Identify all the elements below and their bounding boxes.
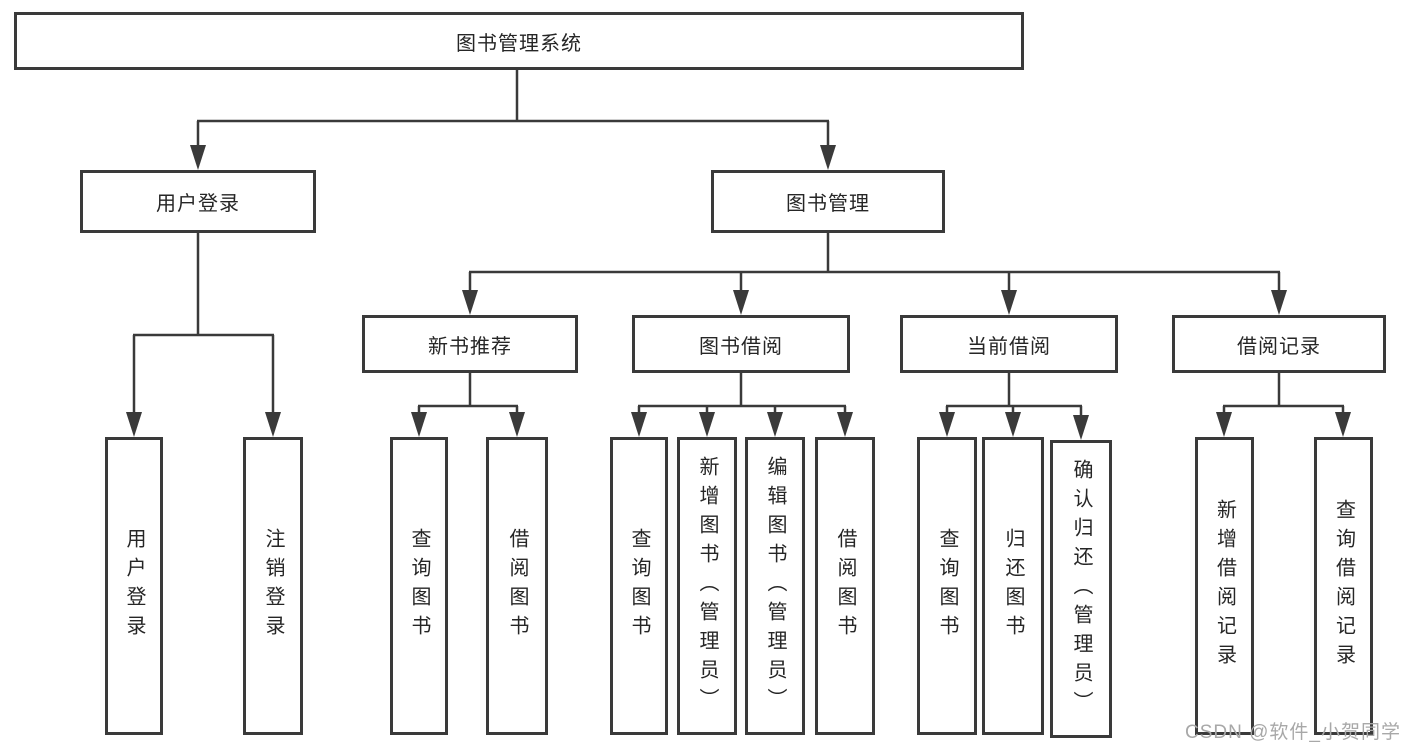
connector-current-borrow-children: [939, 373, 1089, 440]
leaf-nbr-borrow-book: 借阅图书: [486, 437, 548, 735]
leaf-user-login: 用户登录: [105, 437, 163, 735]
connector-user-login-children: [126, 233, 281, 437]
leaf-cb-return-book: 归还图书: [982, 437, 1044, 735]
leaf-bb-borrow-book: 借阅图书: [815, 437, 875, 735]
leaf-bb-add-book-admin: 新增图书（管理员）: [677, 437, 737, 735]
csdn-watermark: CSDN @软件_小贺同学: [1185, 722, 1401, 743]
leaf-cb-confirm-return-admin: 确认归还（管理员）: [1050, 440, 1112, 738]
node-book-borrow: 图书借阅: [632, 315, 850, 373]
connector-root-to-level2: [190, 70, 836, 170]
node-current-borrow: 当前借阅: [900, 315, 1118, 373]
connector-borrow-records-children: [1216, 373, 1351, 437]
node-user-login: 用户登录: [80, 170, 316, 233]
leaf-br-add-record: 新增借阅记录: [1195, 437, 1254, 735]
leaf-cb-query-book: 查询图书: [917, 437, 977, 735]
leaf-br-query-record: 查询借阅记录: [1314, 437, 1373, 735]
node-borrow-records: 借阅记录: [1172, 315, 1386, 373]
node-library-management-system: 图书管理系统: [14, 12, 1024, 70]
leaf-logout: 注销登录: [243, 437, 303, 735]
leaf-bb-edit-book-admin: 编辑图书（管理员）: [745, 437, 805, 735]
leaf-nbr-query-book: 查询图书: [390, 437, 448, 735]
connector-book-borrow-children: [631, 373, 853, 437]
leaf-bb-query-book: 查询图书: [610, 437, 668, 735]
node-book-management: 图书管理: [711, 170, 945, 233]
connector-new-book-recommend-children: [411, 373, 525, 437]
connector-book-management-children: [462, 233, 1287, 315]
node-new-book-recommend: 新书推荐: [362, 315, 578, 373]
